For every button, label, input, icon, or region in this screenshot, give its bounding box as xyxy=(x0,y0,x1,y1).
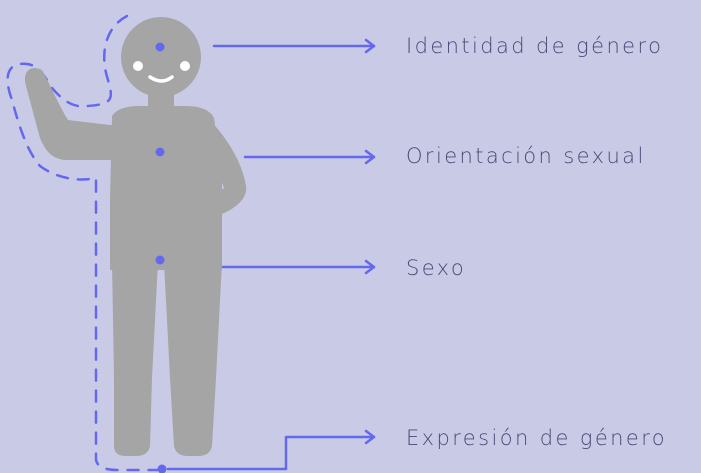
right-eye xyxy=(180,61,190,71)
sexual-orientation-label: Orientación sexual xyxy=(406,144,646,168)
expression-dashed-outline xyxy=(6,14,164,472)
left-eye xyxy=(133,61,143,71)
torso xyxy=(110,106,222,270)
orientation-dot xyxy=(155,147,165,157)
left-leg xyxy=(112,262,158,456)
sex-label: Sexo xyxy=(406,256,467,280)
neck xyxy=(148,88,174,110)
expression-arrow-line xyxy=(166,435,376,471)
expression-dot xyxy=(157,464,167,473)
identity-dot xyxy=(155,42,165,52)
orientation-arrow-head xyxy=(364,149,376,165)
sex-dot xyxy=(155,255,165,265)
raised-arm xyxy=(24,67,119,160)
gender-identity-label: Identidad de género xyxy=(406,34,664,58)
smile xyxy=(148,75,174,83)
bent-arm xyxy=(198,116,247,252)
person-figure xyxy=(24,17,247,456)
sex-arrow-head xyxy=(364,259,376,275)
head xyxy=(121,17,201,97)
right-leg xyxy=(164,262,222,456)
gender-expression-label: Expresión de género xyxy=(406,426,668,450)
identity-arrow-head xyxy=(364,38,376,54)
expression-arrow-head xyxy=(364,429,376,445)
